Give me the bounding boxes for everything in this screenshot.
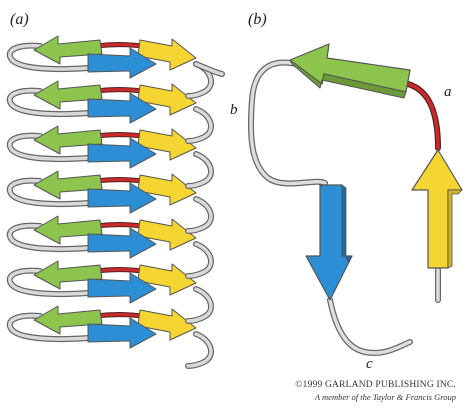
publisher-line: A member of the Taylor & Francis Group	[314, 392, 456, 402]
helix-rung	[6, 215, 214, 279]
rung-blue-arrow	[87, 47, 157, 79]
rung-blue-arrow	[87, 137, 157, 169]
beta-helix-stack	[6, 35, 225, 369]
helix-rung	[6, 80, 214, 144]
helix-rung	[6, 125, 214, 189]
helix-rung	[6, 35, 225, 99]
copyright-line: ©1999 GARLAND PUBLISHING INC.	[295, 380, 456, 390]
point-label-c: c	[366, 356, 373, 372]
point-label-b: b	[230, 102, 238, 118]
rung-blue-arrow	[87, 317, 157, 349]
panel-a-label: (a)	[10, 11, 29, 28]
helix-rung	[6, 170, 214, 234]
helix-rung	[6, 305, 214, 369]
yellow-strand-arrow	[411, 149, 463, 269]
rung-blue-arrow	[87, 182, 157, 214]
loop-c	[327, 297, 413, 356]
point-label-a: a	[444, 84, 452, 100]
helix-rung	[6, 260, 214, 324]
blue-strand-arrow	[305, 184, 353, 301]
rung-blue-arrow	[87, 227, 157, 259]
panel-b-label: (b)	[248, 11, 267, 28]
rung-blue-arrow	[87, 272, 157, 304]
rung-blue-arrow	[87, 92, 157, 124]
single-rung-detail	[247, 43, 463, 356]
green-strand-arrow	[289, 43, 411, 99]
